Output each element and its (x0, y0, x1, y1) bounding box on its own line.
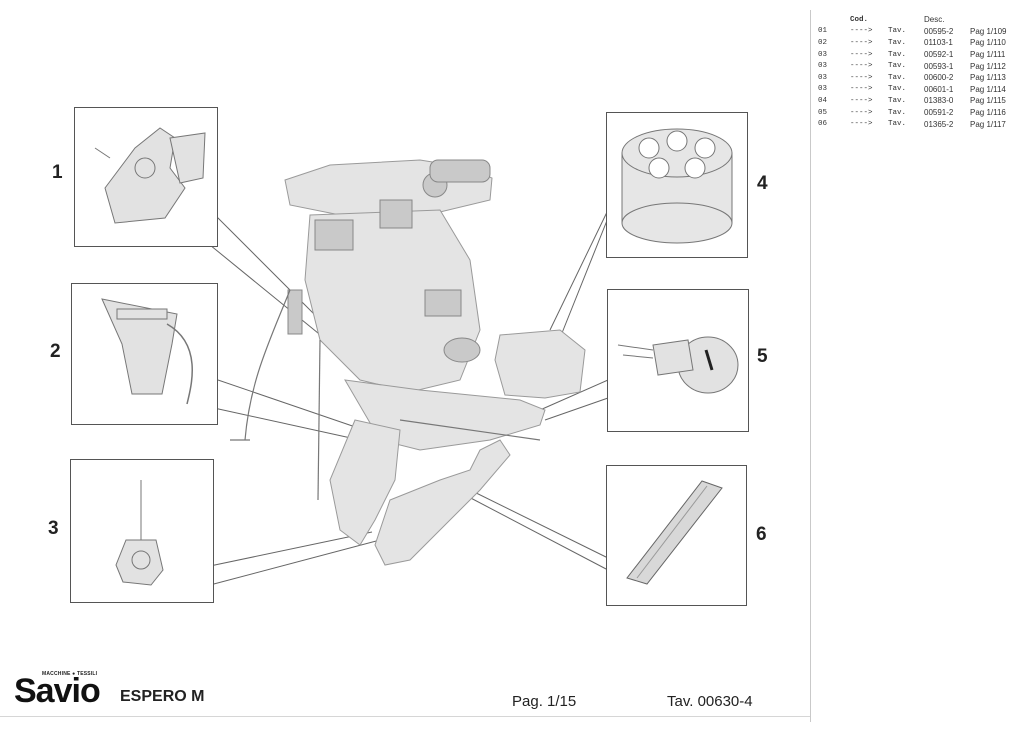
row-arrow: ----> (850, 27, 873, 36)
page-number: Pag. 1/15 (512, 693, 577, 710)
row-code: 03 (818, 73, 828, 82)
cables (230, 289, 541, 501)
index-row[interactable]: 04 ----> Tav. 01383-0 Pag 1/115 (818, 95, 1020, 107)
code-header: Cod. (850, 15, 869, 24)
row-arrow: ----> (850, 50, 873, 59)
row-table-number[interactable]: 01103-1 (924, 38, 953, 48)
row-tav: Tav. (888, 108, 907, 117)
row-tav: Tav. (888, 85, 907, 94)
detail-box-1[interactable] (74, 107, 218, 247)
detail-image-bracket (94, 127, 206, 224)
row-code: 03 (818, 62, 828, 71)
row-tav: Tav. (888, 27, 907, 36)
row-tav: Tav. (888, 96, 907, 105)
index-spacer (888, 14, 924, 26)
row-code: 06 (818, 120, 828, 129)
callout-number: 6 (756, 524, 767, 545)
page-divider-vertical (810, 10, 811, 722)
row-arrow: ----> (850, 120, 873, 129)
row-page-link[interactable]: Pag 1/111 (970, 50, 1006, 60)
row-arrow: ----> (850, 96, 873, 105)
row-code: 03 (818, 50, 828, 59)
row-table-number[interactable]: 00591-2 (924, 108, 954, 118)
index-row[interactable]: 05 ----> Tav. 00591-2 Pag 1/116 (818, 107, 1020, 119)
row-arrow: ----> (850, 73, 873, 82)
row-page-link[interactable]: Pag 1/115 (970, 96, 1006, 106)
logo-brand: Savio (14, 672, 101, 710)
row-table-number[interactable]: 00601-1 (924, 84, 954, 94)
row-page-link[interactable]: Pag 1/116 (970, 108, 1006, 118)
row-table-number[interactable]: 00592-1 (924, 50, 954, 60)
callout-number: 2 (50, 341, 61, 362)
index-row[interactable]: 06 ----> Tav. 01365-2 Pag 1/117 (818, 118, 1020, 130)
row-page-link[interactable]: Pag 1/114 (970, 84, 1006, 94)
row-table-number[interactable]: 00593-1 (924, 61, 954, 71)
row-tav: Tav. (888, 50, 907, 59)
row-tav: Tav. (888, 38, 907, 47)
row-arrow: ----> (850, 108, 873, 117)
row-page-link[interactable]: Pag 1/109 (970, 26, 1007, 36)
callout-number: 3 (48, 518, 59, 539)
callout-number: 5 (757, 346, 768, 367)
index-row[interactable]: 03 ----> Tav. 00593-1 Pag 1/112 (818, 60, 1020, 72)
index-table: Cod. Desc. 01 ----> Tav. 00595-2 Pag 1/1… (818, 14, 1020, 130)
detail-box-4[interactable] (606, 112, 748, 258)
index-spacer (818, 14, 850, 26)
index-row[interactable]: 03 ----> Tav. 00592-1 Pag 1/111 (818, 49, 1020, 61)
detail-box-5[interactable] (607, 289, 749, 432)
row-page-link[interactable]: Pag 1/112 (970, 61, 1006, 71)
row-code: 01 (818, 27, 828, 36)
row-table-number[interactable]: 00595-2 (924, 26, 954, 36)
detail-image-arm (101, 298, 193, 405)
callout-number: 1 (52, 162, 63, 183)
detail-image-channel (626, 480, 723, 585)
detail-image-valve (115, 480, 164, 586)
row-page-link[interactable]: Pag 1/117 (970, 119, 1006, 129)
row-page-link[interactable]: Pag 1/110 (970, 38, 1006, 48)
row-code: 05 (818, 108, 828, 117)
row-tav: Tav. (888, 120, 907, 129)
machine-detail (287, 159, 491, 363)
machine-model: ESPERO M (120, 688, 205, 705)
callout-number: 4 (757, 173, 768, 194)
row-page-link[interactable]: Pag 1/113 (970, 73, 1006, 83)
row-table-number[interactable]: 01365-2 (924, 119, 954, 129)
row-tav: Tav. (888, 62, 907, 71)
machine-illustration (209, 159, 609, 586)
row-tav: Tav. (888, 73, 907, 82)
index-spacer (970, 14, 1020, 26)
row-arrow: ----> (850, 85, 873, 94)
detail-image-carousel (621, 128, 733, 244)
row-arrow: ----> (850, 62, 873, 71)
detail-image-sensor (617, 336, 739, 394)
index-row[interactable]: 02 ----> Tav. 01103-1 Pag 1/110 (818, 37, 1020, 49)
index-row[interactable]: 01 ----> Tav. 00595-2 Pag 1/109 (818, 26, 1020, 38)
index-row[interactable]: 03 ----> Tav. 00600-2 Pag 1/113 (818, 72, 1020, 84)
desc-header: Desc. (924, 15, 945, 25)
index-row[interactable]: 03 ----> Tav. 00601-1 Pag 1/114 (818, 84, 1020, 96)
row-code: 02 (818, 38, 828, 47)
detail-box-2[interactable] (71, 283, 218, 425)
index-header-row: Cod. Desc. (818, 14, 1020, 26)
row-table-number[interactable]: 00600-2 (924, 73, 954, 83)
detail-box-6[interactable] (606, 465, 747, 606)
page-divider-horizontal (0, 716, 810, 717)
row-table-number[interactable]: 01383-0 (924, 96, 954, 106)
logo-tagline: MACCHINE ● TESSILI (42, 671, 98, 677)
row-code: 03 (818, 85, 828, 94)
table-number: Tav. 00630-4 (667, 693, 753, 710)
row-arrow: ----> (850, 38, 873, 47)
row-code: 04 (818, 96, 828, 105)
detail-box-3[interactable] (70, 459, 214, 603)
